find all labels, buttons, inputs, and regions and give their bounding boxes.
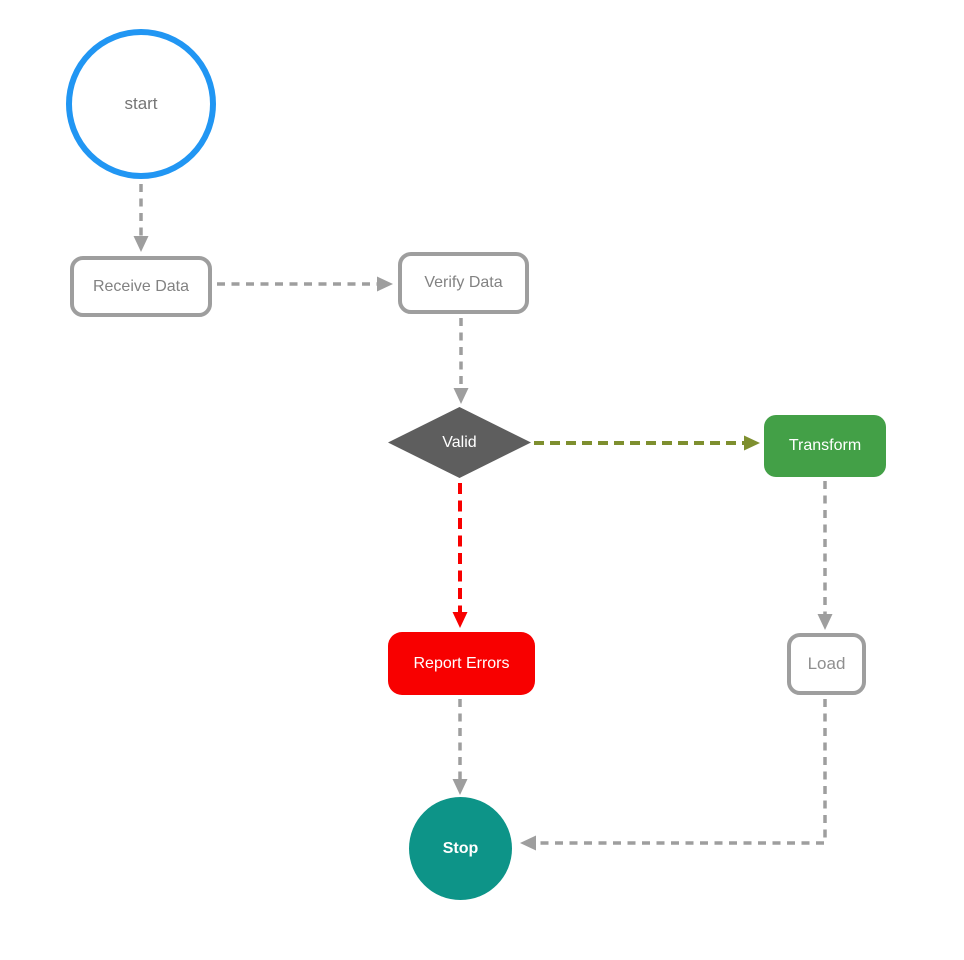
- node-valid-label: Valid: [442, 433, 477, 451]
- edge-verify-data-to-valid: [453, 318, 469, 404]
- arrowhead-down-icon: [452, 779, 468, 795]
- edge-report-errors-to-stop: [452, 699, 468, 795]
- edge-transform-to-load: [817, 481, 833, 630]
- node-stop-label: Stop: [442, 839, 479, 857]
- edge-valid-to-report-errors: [452, 483, 468, 628]
- arrowhead-down-icon: [817, 614, 833, 630]
- node-receive-data-label: Receive Data: [92, 277, 190, 295]
- arrowhead-down-icon: [453, 388, 469, 404]
- arrowhead-down-icon: [133, 236, 149, 252]
- edge-receive-data-to-verify-data: [217, 276, 393, 292]
- node-start-label: start: [124, 94, 158, 113]
- node-transform: Transform: [764, 415, 886, 477]
- node-verify-data-label: Verify Data: [424, 274, 503, 291]
- node-start: start: [66, 29, 216, 179]
- arrowhead-right-icon: [744, 435, 760, 451]
- arrowhead-down-icon: [452, 612, 468, 628]
- node-load: Load: [787, 633, 866, 695]
- edge-load-to-stop: [520, 699, 827, 851]
- node-report-errors-label: Report Errors: [413, 654, 510, 672]
- node-load-label: Load: [807, 654, 846, 673]
- arrowhead-right-icon: [377, 276, 393, 292]
- edge-valid-to-transform: [534, 435, 760, 451]
- node-verify-data: Verify Data: [398, 252, 529, 314]
- edge-start-to-receive-data: [133, 184, 149, 252]
- arrowhead-left-icon: [520, 835, 536, 851]
- node-report-errors: Report Errors: [388, 632, 535, 695]
- node-stop: Stop: [409, 797, 512, 900]
- node-receive-data: Receive Data: [70, 256, 212, 317]
- node-transform-label: Transform: [788, 437, 862, 454]
